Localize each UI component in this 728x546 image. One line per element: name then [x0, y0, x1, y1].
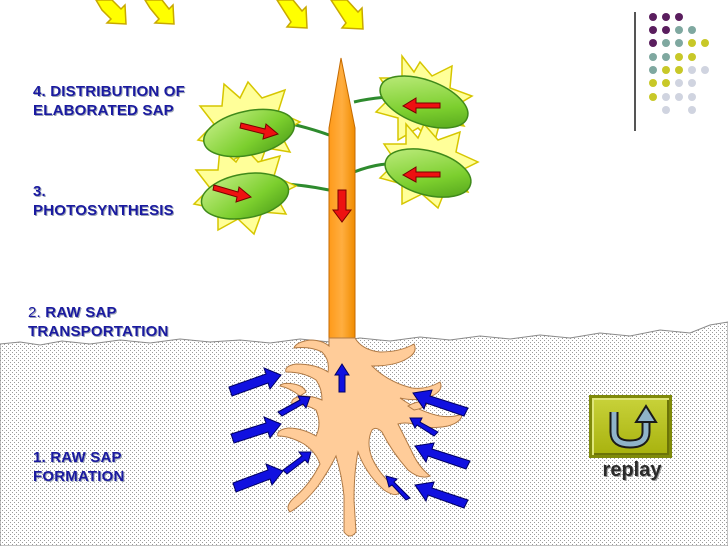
leaf: [379, 75, 469, 129]
blue-arrow: [232, 463, 284, 493]
root-branch: [279, 382, 307, 397]
red-arrow: [332, 189, 352, 223]
label-distribution-elaborated-sap: 4. DISTRIBUTION OF ELABORATED SAP: [33, 83, 185, 119]
blue-arrow: [385, 475, 411, 501]
red-arrow: [212, 184, 253, 203]
blue-arrow: [230, 416, 282, 444]
label-photosynthesis: 3. PHOTOSYNTHESIS: [33, 182, 208, 220]
blue-arrow: [412, 389, 469, 417]
label-transport-text: RAW SAP TRANSPORTATION: [28, 304, 169, 340]
blue-arrow: [409, 417, 439, 437]
blue-arrow: [282, 451, 312, 475]
raw-sap-arrows: [228, 363, 471, 509]
label-raw-sap-transportation: 2. RAW SAP TRANSPORTATION: [28, 303, 228, 341]
leaf: [203, 108, 295, 158]
decorative-dot-grid: [649, 13, 709, 114]
sun-rays: [95, 0, 364, 30]
divider-line: [634, 12, 636, 131]
replay-button[interactable]: [589, 395, 672, 458]
sun-ray-arrow: [95, 0, 364, 30]
elaborated-sap-arrows: [212, 97, 441, 223]
u-turn-icon: [609, 404, 658, 449]
blue-arrow: [228, 367, 282, 397]
red-arrow: [401, 97, 441, 114]
label-transport-number: 2.: [28, 304, 41, 321]
blue-arrow: [277, 395, 311, 417]
replay-label[interactable]: replay: [602, 459, 662, 481]
red-arrow: [239, 122, 280, 140]
label-photosynthesis-number: 3.: [33, 183, 46, 200]
blue-arrow: [334, 363, 350, 393]
blue-arrow: [414, 442, 471, 470]
blue-arrow: [414, 481, 469, 509]
label-raw-sap-formation: 1. RAW SAP FORMATION: [33, 449, 125, 485]
label-photosynthesis-text: PHOTOSYNTHESIS: [33, 202, 174, 219]
red-arrow: [401, 166, 441, 183]
